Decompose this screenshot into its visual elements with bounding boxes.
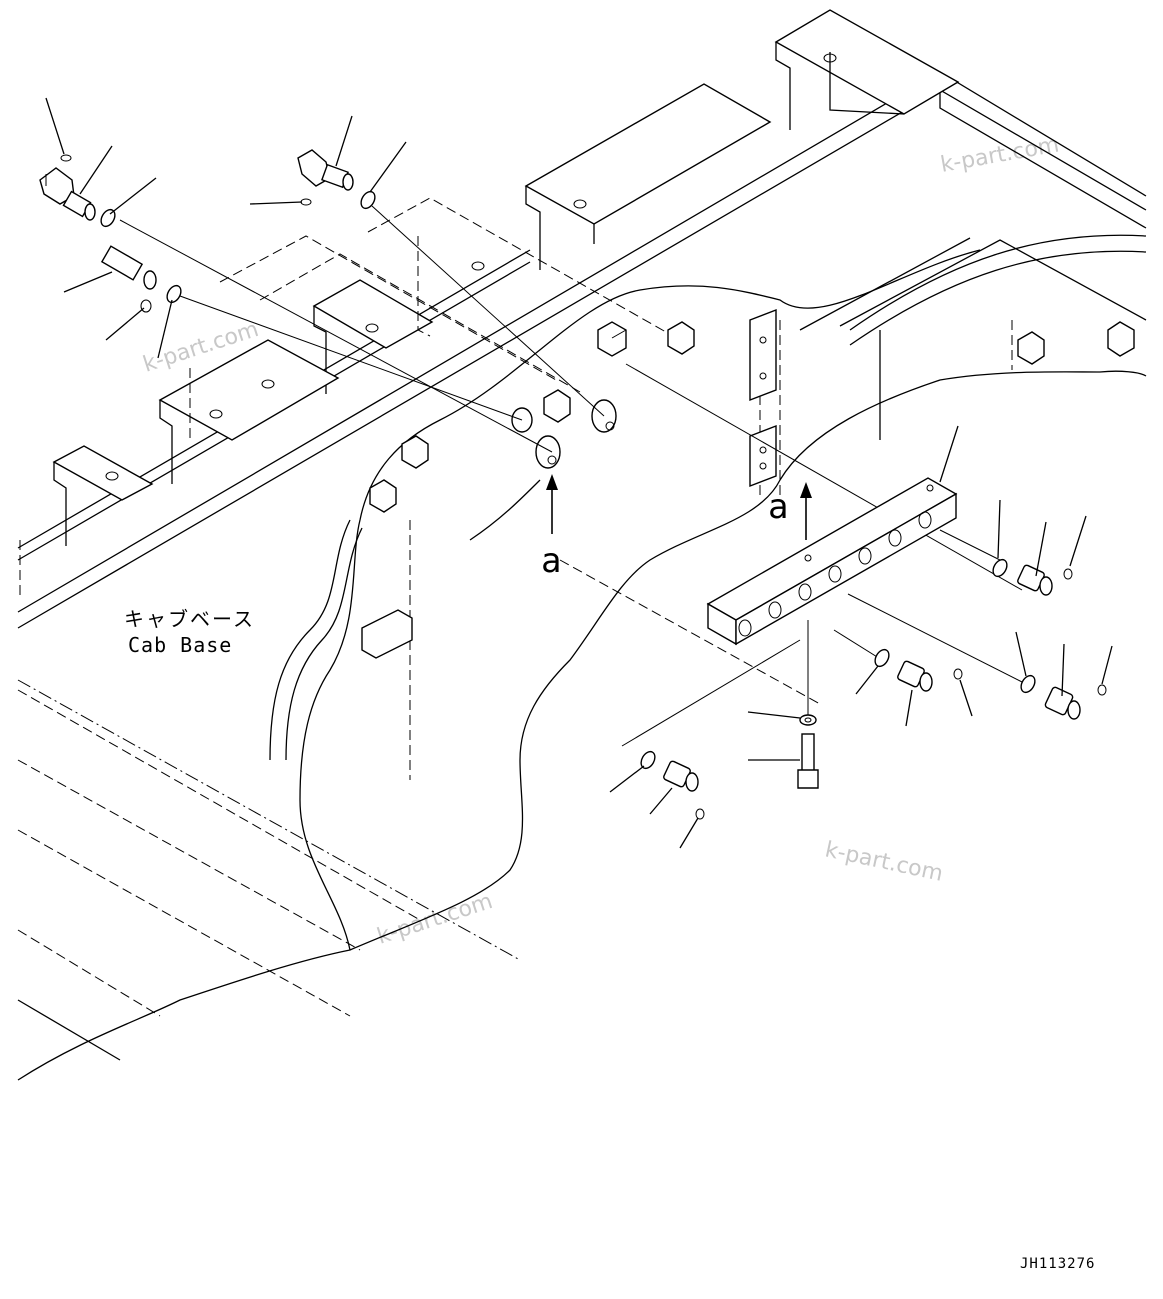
mounting-bolt[interactable] — [797, 714, 819, 789]
grease-nipple-4[interactable] — [638, 749, 705, 820]
straight-fitting-1[interactable] — [100, 245, 157, 313]
block-5 — [369, 479, 397, 513]
block-1 — [597, 321, 627, 357]
post-2 — [749, 424, 777, 488]
block-4 — [401, 435, 429, 469]
view-marker-label-1: a — [541, 541, 561, 581]
watermark-4: k-part.com — [374, 889, 496, 950]
view-marker-label-2: a — [768, 487, 788, 527]
cab-base-label-jp: キャブベース — [124, 607, 255, 631]
block-8 — [1017, 331, 1045, 365]
grease-nipple-1[interactable] — [990, 557, 1073, 596]
cab-base-label-en: Cab Base — [128, 633, 232, 657]
mount-bracket-2 — [524, 83, 772, 225]
block-7 — [1107, 321, 1135, 357]
block-3 — [543, 389, 571, 423]
drawing-number: JH113276 — [1020, 1256, 1095, 1272]
mount-bracket-5 — [52, 445, 154, 501]
pipe-fitting-a — [535, 435, 561, 469]
watermark-3: k-part.com — [823, 837, 945, 886]
cap-2 — [300, 198, 312, 206]
post-1 — [749, 308, 777, 402]
callout-leaders — [45, 97, 1113, 849]
mount-bracket-4 — [158, 339, 340, 441]
o-ring-1 — [100, 208, 116, 228]
watermark-group: k-part.com k-part.com k-part.com k-part.… — [140, 132, 1061, 949]
block-6 — [361, 609, 413, 659]
cutaway-break-line — [17, 370, 1147, 1081]
elbow-fitting-1[interactable] — [39, 167, 96, 221]
mount-bracket-1 — [774, 9, 960, 115]
clamp-blocks — [361, 308, 1135, 659]
cap-1 — [60, 154, 72, 162]
view-arrow-2 — [800, 482, 812, 540]
o-ring-3 — [166, 284, 182, 304]
grease-nipple-3[interactable] — [872, 647, 963, 692]
elbow-fitting-2[interactable] — [297, 149, 354, 191]
o-ring-2 — [360, 190, 376, 210]
watermark-1: k-part.com — [939, 132, 1061, 177]
grease-nipple-2[interactable] — [1018, 673, 1107, 720]
projection-lines — [119, 205, 1027, 747]
grease-tubes — [269, 234, 1147, 761]
block-2 — [667, 321, 695, 355]
mount-bracket-3 — [312, 279, 434, 349]
view-arrow-1 — [546, 474, 558, 534]
grease-manifold-block[interactable] — [706, 477, 958, 646]
